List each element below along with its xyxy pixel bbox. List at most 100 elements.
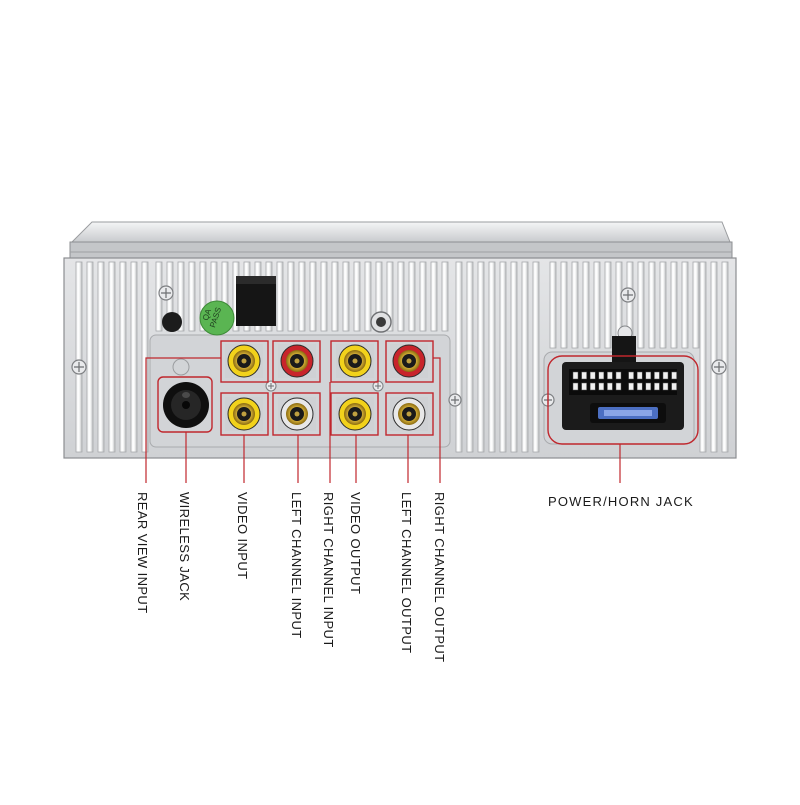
fin bbox=[276, 261, 284, 332]
connector-pin bbox=[628, 371, 634, 380]
rca-jack bbox=[390, 344, 428, 378]
fin bbox=[710, 261, 718, 453]
fin bbox=[86, 261, 94, 453]
fin bbox=[119, 261, 127, 453]
fin bbox=[488, 261, 496, 453]
label-left-channel-input: LEFT CHANNEL INPUT bbox=[289, 492, 304, 639]
fin bbox=[441, 261, 449, 332]
fin bbox=[353, 261, 361, 332]
connector-pin bbox=[607, 382, 613, 391]
fin bbox=[320, 261, 328, 332]
fin bbox=[130, 261, 138, 453]
connector-pin bbox=[572, 382, 579, 391]
connector-pin bbox=[607, 371, 613, 380]
fin bbox=[364, 261, 372, 332]
fin bbox=[397, 261, 405, 332]
fin bbox=[309, 261, 317, 332]
fin bbox=[287, 261, 295, 332]
black-tab bbox=[236, 276, 276, 326]
connector-pin bbox=[662, 382, 669, 391]
fin bbox=[582, 261, 590, 349]
screw-icon bbox=[71, 359, 87, 375]
fin bbox=[342, 261, 350, 332]
rca-jack bbox=[336, 397, 374, 431]
fin bbox=[604, 261, 612, 349]
rca-jack bbox=[278, 397, 316, 431]
connector-pin bbox=[671, 382, 677, 391]
fin bbox=[670, 261, 678, 349]
power-horn-connector bbox=[562, 336, 684, 430]
label-power-horn-jack: POWER/HORN JACK bbox=[548, 494, 694, 509]
fin bbox=[692, 261, 700, 349]
fin bbox=[521, 261, 529, 453]
fin bbox=[560, 261, 568, 349]
top-cover-edge bbox=[69, 241, 733, 261]
screw-icon bbox=[158, 285, 174, 301]
rca-jack bbox=[278, 344, 316, 378]
fin bbox=[298, 261, 306, 332]
fin bbox=[199, 261, 207, 332]
rca-jack bbox=[390, 397, 428, 431]
fin bbox=[419, 261, 427, 332]
fin bbox=[108, 261, 116, 453]
rca-jack-array bbox=[225, 344, 428, 431]
label-video-output: VIDEO OUTPUT bbox=[348, 492, 363, 595]
connector-pin bbox=[628, 382, 634, 391]
connector-pin bbox=[589, 382, 596, 391]
fin bbox=[141, 261, 149, 453]
wireless-jack-port bbox=[163, 382, 209, 428]
rca-jack bbox=[225, 344, 263, 378]
fin bbox=[532, 261, 540, 453]
mount-hole bbox=[162, 312, 182, 332]
fin bbox=[75, 261, 83, 453]
connector-pin bbox=[671, 371, 677, 380]
leader-lines bbox=[145, 357, 621, 483]
fin bbox=[659, 261, 667, 349]
connector-pin bbox=[615, 382, 622, 391]
fin bbox=[408, 261, 416, 332]
label-video-input: VIDEO INPUT bbox=[235, 492, 250, 580]
fin bbox=[549, 261, 557, 349]
screw-icon bbox=[265, 380, 277, 392]
fin bbox=[681, 261, 689, 349]
fin bbox=[637, 261, 645, 349]
label-wireless-jack: WIRELESS JACK bbox=[177, 492, 192, 602]
connector-pin bbox=[589, 371, 596, 380]
fin bbox=[499, 261, 507, 453]
screw-icon bbox=[711, 359, 727, 375]
label-right-channel-output: RIGHT CHANNEL OUTPUT bbox=[432, 492, 447, 663]
fin bbox=[188, 261, 196, 332]
connector-pin bbox=[636, 371, 643, 380]
connector-pin bbox=[598, 382, 605, 391]
fin bbox=[721, 261, 729, 453]
fin bbox=[699, 261, 707, 453]
label-rear-view-input: REAR VIEW INPUT bbox=[135, 492, 150, 614]
fin bbox=[648, 261, 656, 349]
connector-pin bbox=[636, 382, 643, 391]
fin bbox=[510, 261, 518, 453]
fin bbox=[97, 261, 105, 453]
connector-pin bbox=[645, 382, 652, 391]
screw-icon bbox=[448, 393, 462, 407]
connector-pin bbox=[572, 371, 579, 380]
rca-jack bbox=[336, 344, 374, 378]
connector-pin bbox=[615, 371, 622, 380]
fin bbox=[331, 261, 339, 332]
screw-icon bbox=[620, 287, 636, 303]
fin bbox=[466, 261, 474, 453]
fin bbox=[593, 261, 601, 349]
fin bbox=[386, 261, 394, 332]
fin bbox=[430, 261, 438, 332]
connector-pin bbox=[645, 371, 652, 380]
connector-pin bbox=[654, 371, 660, 380]
fin bbox=[177, 261, 185, 332]
connector-pin bbox=[662, 371, 669, 380]
label-left-channel-output: LEFT CHANNEL OUTPUT bbox=[399, 492, 414, 654]
fin bbox=[477, 261, 485, 453]
rca-jack bbox=[225, 397, 263, 431]
fin bbox=[571, 261, 579, 349]
connector-pin bbox=[581, 382, 587, 391]
connector-pin bbox=[581, 371, 587, 380]
